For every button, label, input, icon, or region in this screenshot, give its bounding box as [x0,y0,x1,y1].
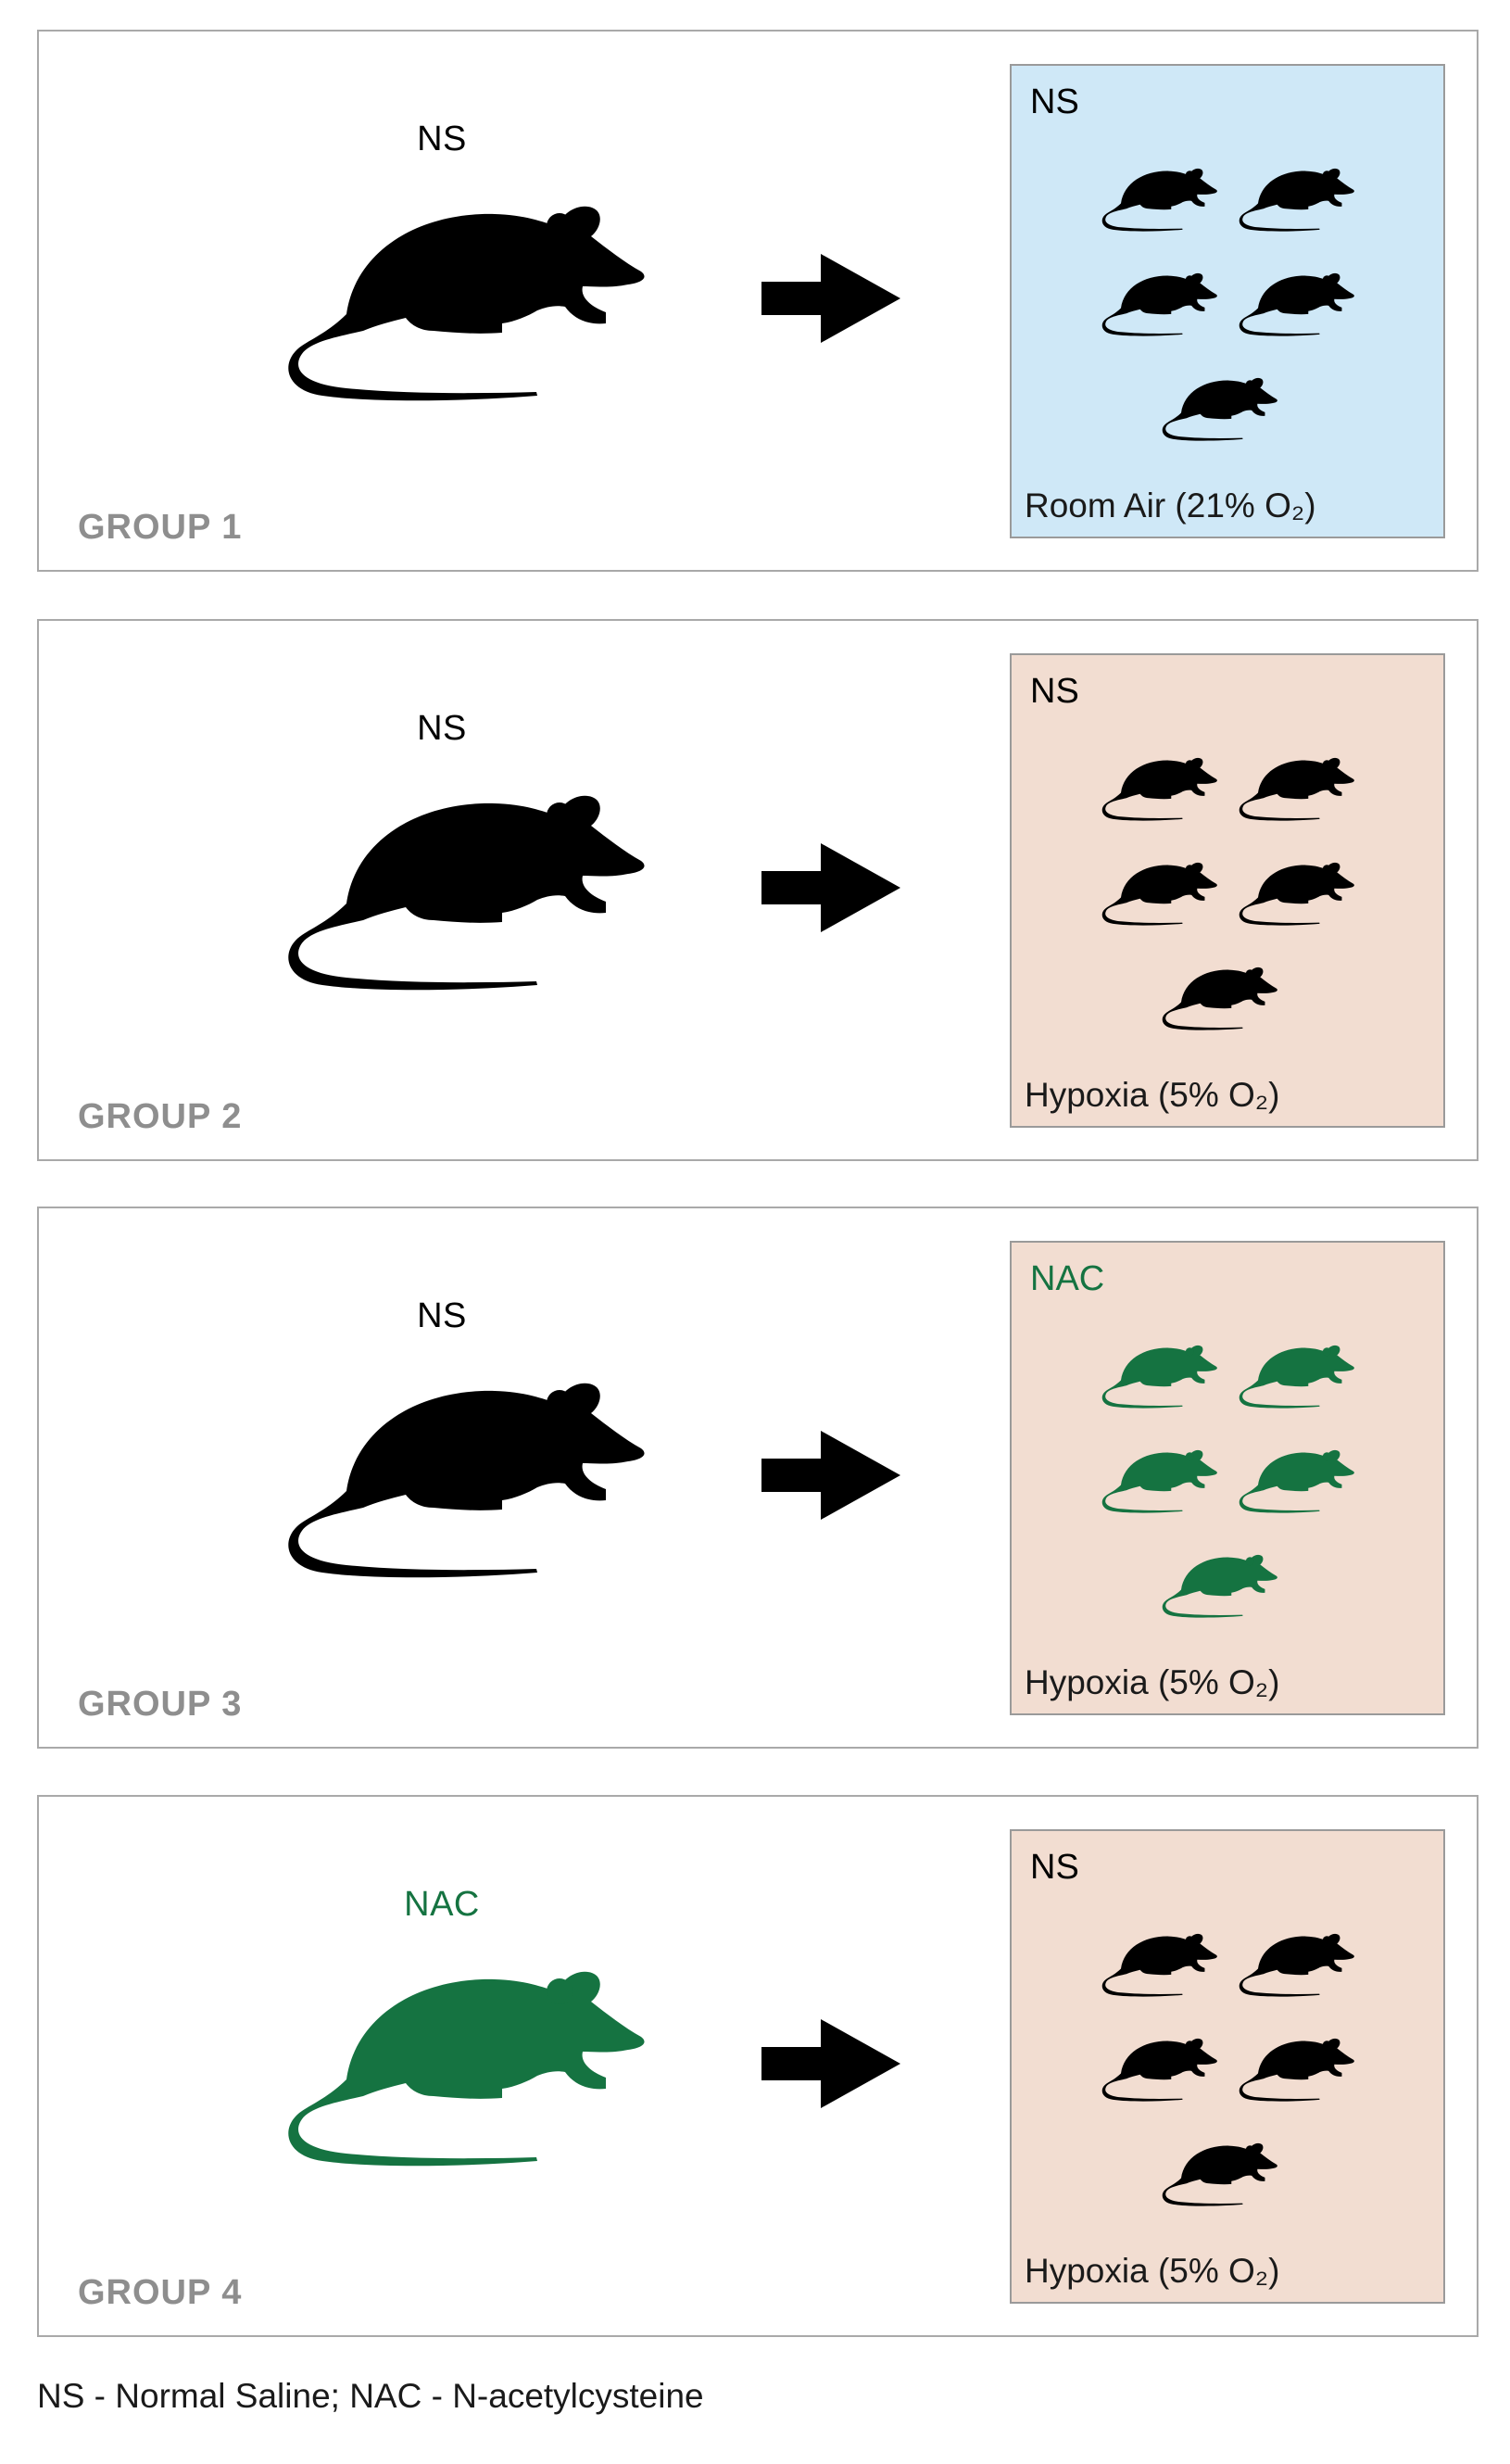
group-label: GROUP 2 [78,1097,243,1136]
rat-silhouette-icon [1100,853,1220,930]
group-label: GROUP 4 [78,2273,243,2312]
group-panel-3: NS GROUP 3 NAC Hypoxia (5% O₂) [37,1207,1479,1749]
pretreatment-label: NAC [404,1885,480,1924]
oxygen-condition-label: Hypoxia (5% O₂) [1025,2252,1280,2290]
right-arrow-icon [761,1431,900,1520]
rat-silhouette-icon [1237,1924,1357,2002]
box-treatment-label: NS [1030,82,1079,121]
pretreatment-label: NS [417,1296,467,1335]
rat-silhouette-icon [1100,1440,1220,1518]
rat-silhouette-icon [1237,1335,1357,1413]
rat-silhouette-icon [1100,2028,1220,2106]
rat-silhouette-icon [282,1352,652,1593]
abbreviation-footnote: NS - Normal Saline; NAC - N-acetylcystei… [37,2377,704,2415]
box-treatment-label: NS [1030,672,1079,711]
rat-silhouette-icon [1100,1924,1220,2002]
group-label: GROUP 1 [78,508,243,547]
rat-silhouette-icon [1100,1335,1220,1413]
rat-silhouette-icon [1160,2133,1280,2211]
group-panel-4: NAC GROUP 4 NS Hypoxia (5% O₂) [37,1795,1479,2337]
group-panel-2: NS GROUP 2 NS Hypoxia (5% O₂) [37,619,1479,1161]
exposure-box: NS Hypoxia (5% O₂) [1010,653,1445,1128]
exposure-box: NS Hypoxia (5% O₂) [1010,1829,1445,2304]
rat-silhouette-icon [1237,748,1357,826]
oxygen-condition-label: Hypoxia (5% O₂) [1025,1076,1280,1114]
pretreatment-label: NS [417,709,467,748]
box-treatment-label: NAC [1030,1259,1105,1298]
right-arrow-icon [761,843,900,932]
rat-silhouette-icon [1100,158,1220,236]
rat-silhouette-icon [1237,1440,1357,1518]
rat-silhouette-icon [1237,158,1357,236]
right-arrow-icon [761,254,900,343]
right-arrow-icon [761,2019,900,2108]
box-treatment-label: NS [1030,1848,1079,1887]
oxygen-condition-label: Hypoxia (5% O₂) [1025,1663,1280,1701]
group-label: GROUP 3 [78,1685,243,1724]
exposure-box: NAC Hypoxia (5% O₂) [1010,1241,1445,1715]
pretreatment-label: NS [417,120,467,158]
rat-silhouette-icon [1237,263,1357,341]
rat-silhouette-icon [1160,1545,1280,1623]
rat-silhouette-icon [1237,853,1357,930]
rat-silhouette-icon [1160,957,1280,1035]
group-panel-1: NS GROUP 1 NS Room Air (21% O₂) [37,30,1479,572]
rat-silhouette-icon [282,764,652,1005]
exposure-box: NS Room Air (21% O₂) [1010,64,1445,538]
oxygen-condition-label: Room Air (21% O₂) [1025,486,1316,524]
rat-silhouette-icon [282,175,652,416]
rat-silhouette-icon [1100,263,1220,341]
rat-silhouette-icon [1100,748,1220,826]
rat-silhouette-icon [1160,368,1280,446]
rat-silhouette-icon [282,1940,652,2181]
rat-silhouette-icon [1237,2028,1357,2106]
